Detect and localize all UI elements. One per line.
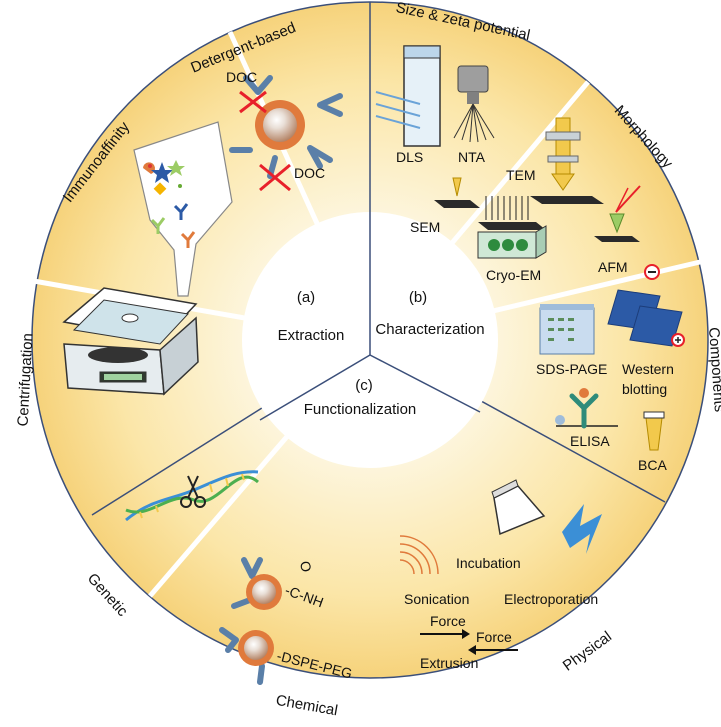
western-label-2: blotting — [622, 381, 667, 397]
elisa-label: ELISA — [570, 433, 610, 449]
segment-physical: Physical — [560, 628, 615, 675]
bca-illustration — [643, 411, 665, 451]
dna-scissors-illustration — [125, 470, 260, 522]
sonication-label: Sonication — [404, 591, 469, 607]
elisa-illustration — [555, 388, 618, 429]
functionalization-letter: (c) — [355, 377, 373, 394]
segment-genetic: Genetic — [84, 570, 132, 620]
dls-label: DLS — [396, 149, 423, 165]
centrifuge-illustration — [62, 287, 199, 396]
nta-label: NTA — [458, 149, 486, 165]
force-arrowhead-1 — [462, 629, 470, 639]
afm-illustration — [594, 185, 641, 242]
incubation-illustration — [491, 479, 546, 536]
force-label-1: Force — [430, 613, 466, 629]
chemical-dspe-illustration — [219, 627, 274, 685]
segment-centrifugation: Centrifugation — [15, 333, 37, 427]
immunoaffinity-column-illustration — [133, 121, 233, 297]
inner-dividers — [259, 212, 481, 421]
segment-chemical: Chemical — [275, 692, 340, 720]
sem-illustration — [434, 177, 480, 208]
doc-label-2: DOC — [294, 165, 325, 181]
afm-label: AFM — [598, 259, 628, 275]
detergent-vesicle-illustration — [229, 75, 343, 192]
sds-page-illustration — [539, 304, 595, 355]
sds-page-label: SDS-PAGE — [536, 361, 607, 377]
electroporation-illustration — [562, 504, 602, 554]
tem-illustration — [530, 117, 604, 204]
incubation-label: Incubation — [456, 555, 521, 571]
western-blotting-illustration — [607, 264, 685, 347]
characterization-title: Characterization — [375, 321, 484, 338]
dls-illustration — [375, 45, 441, 147]
extraction-title: Extraction — [278, 327, 345, 344]
extrusion-label: Extrusion — [420, 655, 478, 671]
nta-illustration — [453, 65, 495, 143]
sonication-illustration — [399, 535, 439, 575]
characterization-letter: (b) — [409, 289, 427, 306]
cryo-em-label: Cryo-EM — [486, 267, 541, 283]
doc-label-1: DOC — [226, 69, 257, 85]
amide-o-label: O — [297, 560, 315, 574]
electroporation-label: Electroporation — [504, 591, 598, 607]
sem-label: SEM — [410, 219, 440, 235]
force-arrowhead-2 — [468, 645, 476, 655]
force-label-2: Force — [476, 629, 512, 645]
tem-label: TEM — [506, 167, 536, 183]
chemical-amide-illustration — [231, 557, 282, 610]
bca-label: BCA — [638, 457, 667, 473]
cryo-em-illustration — [477, 196, 547, 259]
western-label-1: Western — [622, 361, 674, 377]
functionalization-title: Functionalization — [304, 401, 417, 418]
extraction-letter: (a) — [297, 289, 315, 306]
